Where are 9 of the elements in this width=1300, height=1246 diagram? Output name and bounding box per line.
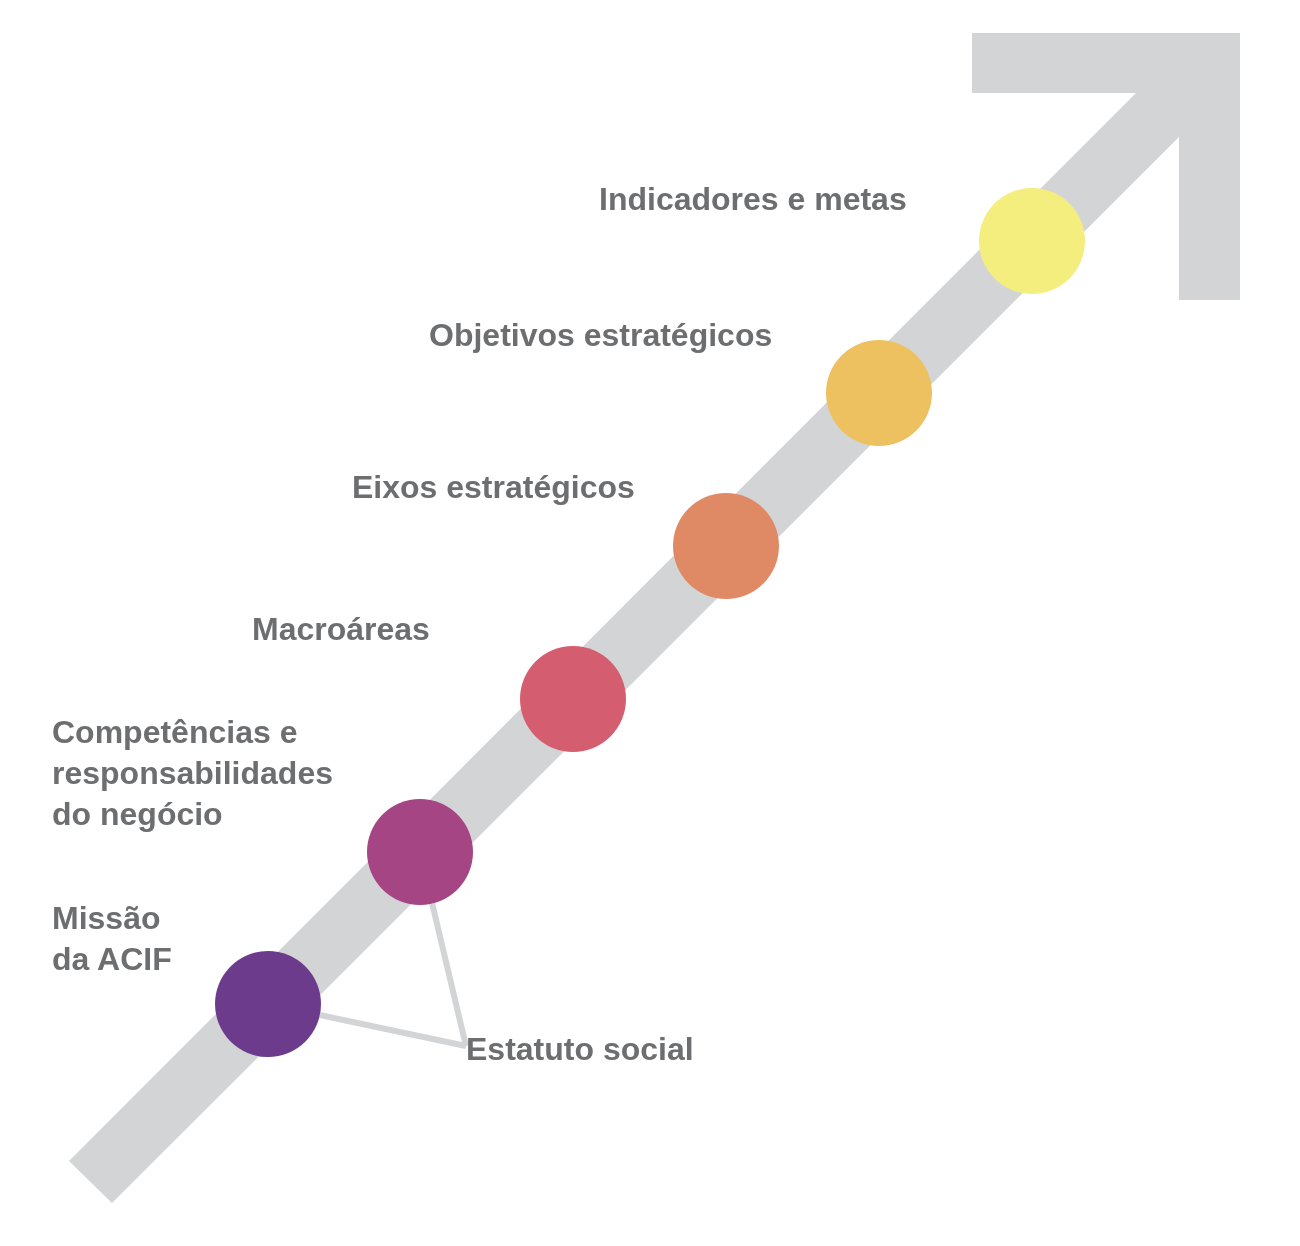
step-label: Competências e responsabilidades do negócio: [52, 713, 334, 834]
step-label: Eixos estratégicos: [352, 468, 635, 507]
callout-label: Estatuto social: [466, 1029, 694, 1070]
step-label: Indicadores e metas: [599, 180, 907, 219]
step-label: Missão da ACIF: [52, 899, 173, 979]
step-label: Macroáreas: [252, 610, 430, 649]
step-label: Objetivos estratégicos: [429, 316, 773, 355]
leader-line: [319, 1012, 467, 1049]
leader-line: [429, 902, 469, 1047]
